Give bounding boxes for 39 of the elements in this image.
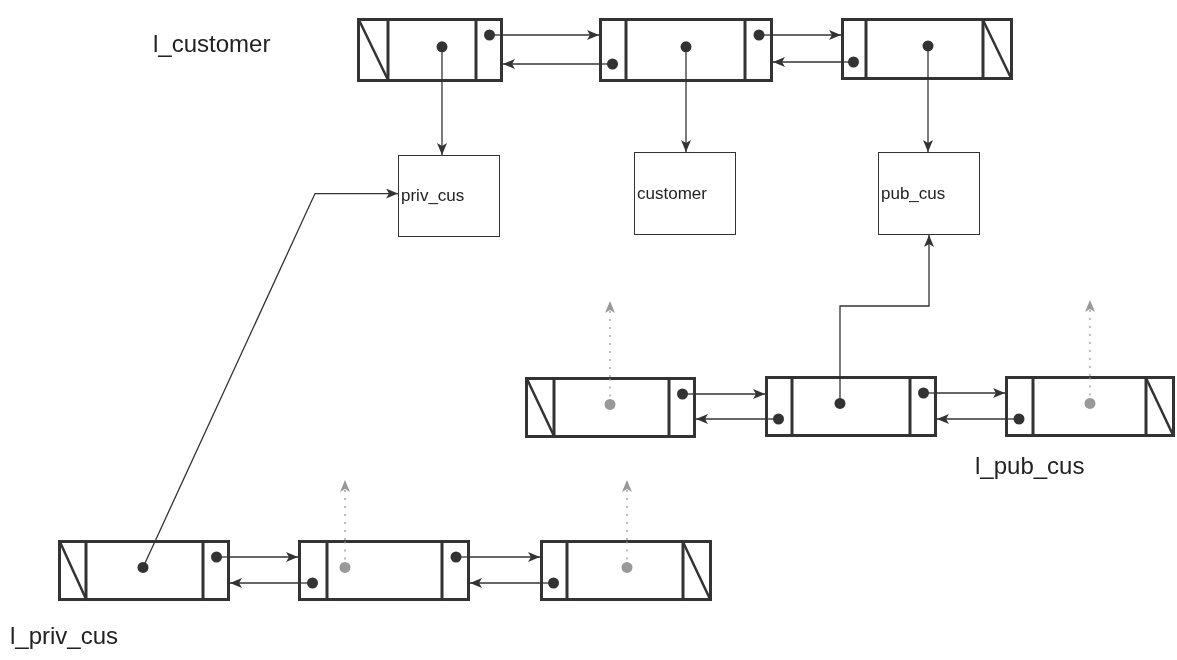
data-box	[634, 152, 736, 235]
list-cell	[357, 18, 503, 82]
pointer-arrow	[923, 79, 933, 153]
pointer-arrow	[502, 30, 600, 40]
list-cell	[1005, 376, 1175, 437]
list-cell	[599, 18, 773, 82]
pointer-arrow	[695, 389, 766, 399]
data-box	[398, 155, 500, 237]
pointer-arrow	[229, 578, 299, 588]
list-cell	[298, 540, 470, 601]
pointer-arrow	[839, 234, 934, 377]
list-cell	[540, 540, 712, 601]
pointer-arrow	[502, 59, 600, 69]
pointer-arrow	[469, 552, 541, 562]
list-cell	[765, 376, 937, 437]
pointer-arrow	[936, 388, 1006, 398]
pointer-arrow	[681, 81, 691, 153]
list-cell	[841, 18, 1013, 80]
data-box	[878, 152, 980, 235]
pointer-arrow	[695, 414, 766, 424]
list-cell	[58, 540, 230, 601]
box-label: priv_cus	[400, 186, 465, 206]
pointer-arrow	[469, 578, 541, 588]
pointer-arrow	[437, 81, 447, 156]
pointer-arrow	[229, 552, 299, 562]
pointer-arrow	[772, 57, 842, 67]
pointer-arrow	[772, 30, 842, 40]
list-name-label: l_customer	[153, 30, 271, 58]
list-cell	[525, 377, 696, 438]
dotted-pointer-arrow	[1085, 299, 1095, 377]
pointer-arrow	[936, 414, 1006, 424]
box-label: pub_cus	[880, 183, 946, 204]
dotted-pointer-arrow	[340, 479, 350, 541]
dotted-pointer-arrow	[622, 479, 632, 541]
list-name-label: l_pub_cus	[975, 452, 1085, 480]
pointer-arrow	[155, 188, 399, 541]
list-name-label: l_priv_cus	[10, 622, 119, 650]
dotted-pointer-arrow	[605, 300, 615, 378]
box-label: customer	[636, 183, 707, 204]
